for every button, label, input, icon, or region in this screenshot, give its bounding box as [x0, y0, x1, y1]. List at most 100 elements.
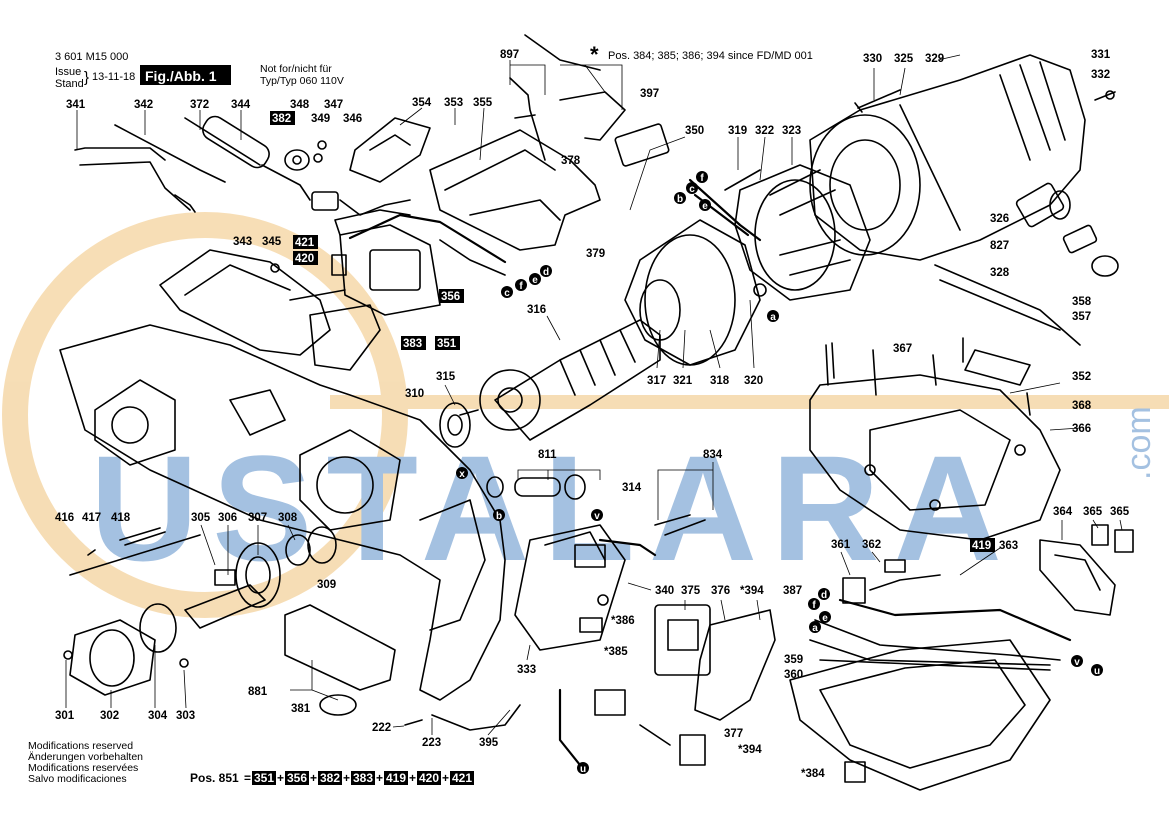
part-label: 345 — [262, 236, 282, 248]
bearing-flange-302 — [63, 603, 189, 696]
part-label: 827 — [990, 240, 1009, 252]
wire-marker-c: c — [689, 184, 695, 195]
part-label-inverted: 421 — [295, 237, 315, 249]
pos851-part: 351 — [254, 771, 274, 785]
part-label: 317 — [647, 375, 666, 387]
part-label: 354 — [412, 97, 432, 109]
wire-marker-v: v — [594, 511, 600, 522]
part-label: 367 — [893, 343, 912, 355]
part-label: 320 — [744, 375, 763, 387]
part-label: 365 — [1110, 506, 1130, 518]
part-label-inverted: 420 — [295, 253, 314, 265]
part-label-box — [270, 111, 295, 125]
switch-block-377 — [594, 689, 706, 766]
part-label: 416 — [55, 512, 74, 524]
part-label: 310 — [405, 388, 424, 400]
small-parts-348-347 — [284, 140, 411, 216]
part-label: 318 — [710, 375, 730, 387]
part-label: 328 — [990, 267, 1010, 279]
pos851-box — [417, 771, 441, 785]
part-label-inverted: 382 — [272, 113, 291, 125]
pos851-box — [252, 771, 276, 785]
main-housing-310 — [59, 324, 506, 701]
part-label: 315 — [436, 371, 456, 383]
wire-marker-x: x — [459, 469, 465, 480]
part-label: 376 — [711, 585, 730, 597]
part-label: 358 — [1072, 296, 1092, 308]
issue-brace: } — [84, 69, 89, 86]
bottom-tray-360 — [789, 559, 1061, 791]
pos851-box — [285, 771, 309, 785]
fig-label: Fig./Abb. 1 — [145, 68, 217, 84]
wire-clip-341-342 — [74, 124, 226, 213]
part-label: 347 — [324, 99, 343, 111]
part-label: 346 — [343, 113, 362, 125]
since-note: Pos. 384; 385; 386; 394 since FD/MD 001 — [608, 50, 813, 62]
part-label: 309 — [317, 579, 336, 591]
part-label: 223 — [422, 737, 441, 749]
part-label: 353 — [444, 97, 463, 109]
wire-marker-b: b — [496, 511, 502, 522]
part-label: 344 — [231, 99, 251, 111]
wire-marker-e: e — [822, 613, 828, 624]
part-label: 302 — [100, 710, 119, 722]
part-label: *394 — [738, 744, 762, 756]
part-label: 897 — [500, 49, 519, 61]
motor-housing-325 — [809, 54, 1116, 261]
spring-rod-416-418 — [69, 527, 201, 576]
part-label: 417 — [82, 512, 101, 524]
gear-shaft-811 — [486, 474, 586, 500]
part-label: 834 — [703, 449, 723, 461]
part-label: 321 — [673, 375, 693, 387]
doc-number: 3 601 M15 000 — [55, 51, 128, 63]
modifications-line: Modifications reservées — [28, 762, 138, 774]
part-label: 362 — [862, 539, 881, 551]
part-label: 364 — [1053, 506, 1073, 518]
wire-marker-f: f — [519, 281, 523, 292]
part-label: 342 — [134, 99, 153, 111]
part-label: 314 — [622, 482, 642, 494]
wire-marker-d: d — [821, 590, 827, 601]
modifications-line: Änderungen vorbehalten — [28, 751, 143, 763]
part-label: 305 — [191, 512, 211, 524]
part-label: 325 — [894, 53, 914, 65]
part-label: 316 — [527, 304, 546, 316]
part-label: 395 — [479, 737, 499, 749]
plus-sign: + — [343, 771, 350, 785]
part-label-box — [293, 251, 318, 265]
housing-top-355 — [429, 129, 601, 251]
wire-marker-a: a — [770, 312, 776, 323]
part-label: 387 — [783, 585, 802, 597]
part-label-box — [293, 235, 318, 249]
part-label: 340 — [655, 585, 674, 597]
part-label: 333 — [517, 664, 536, 676]
brush-holder-326 — [1015, 182, 1119, 277]
part-label: 301 — [55, 710, 75, 722]
plus-sign: + — [442, 771, 449, 785]
field-coil-322-323 — [724, 164, 871, 301]
pos851-part: 382 — [320, 771, 340, 785]
wire-marker-a: a — [812, 623, 818, 634]
pos851-part: 420 — [419, 771, 439, 785]
part-label: 381 — [291, 703, 311, 715]
bearing-315 — [439, 402, 471, 448]
wire-marker-e: e — [702, 201, 708, 212]
wire-marker-d: d — [543, 267, 549, 278]
armature-316 — [459, 319, 661, 441]
modifications-note: Modifications reserved Änderungen vorbeh… — [28, 740, 143, 785]
part-label: 377 — [724, 728, 743, 740]
pos851-part: 421 — [452, 771, 472, 785]
switch-module-351 — [309, 209, 506, 371]
part-label-inverted: 356 — [441, 291, 460, 303]
screws-367 — [825, 337, 1031, 416]
stand-label: Stand — [55, 78, 84, 90]
part-label: 307 — [248, 512, 267, 524]
part-label: *384 — [801, 768, 825, 780]
part-label: 357 — [1072, 311, 1091, 323]
cube-384 — [844, 761, 866, 783]
issue-label: Issue — [55, 66, 81, 78]
wire-marker-f: f — [700, 173, 704, 184]
pos851-label: Pos. 851 — [190, 771, 239, 785]
part-label: 308 — [278, 512, 298, 524]
wire-harness — [348, 178, 1072, 767]
